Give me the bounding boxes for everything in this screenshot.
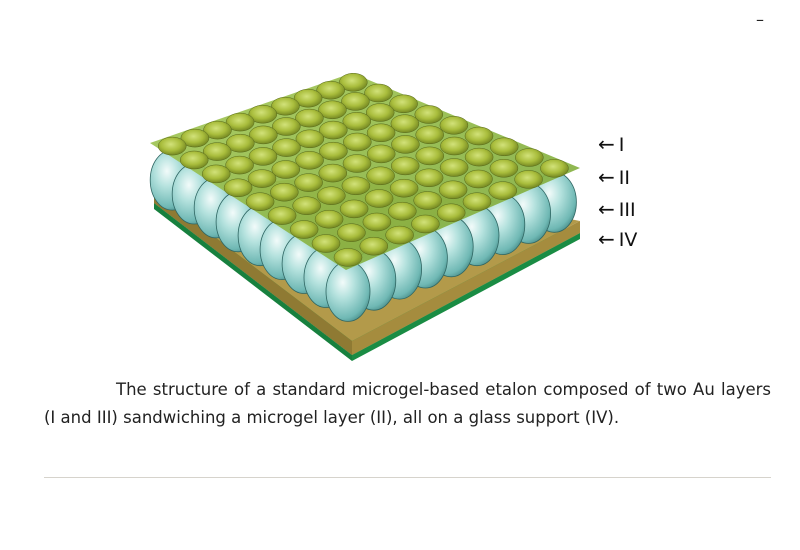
microgel-cap — [366, 166, 395, 186]
au-top-film-bumps — [157, 73, 569, 267]
microgel-cap — [415, 146, 445, 166]
microgel-cap — [316, 80, 345, 100]
microgel-cap — [365, 103, 395, 122]
microgel-cap — [295, 108, 324, 128]
microgel-cap — [295, 151, 324, 170]
microgel-cap — [436, 203, 466, 223]
microgel-cap — [364, 189, 394, 208]
microgel-cap — [411, 214, 440, 234]
left-arrow-icon: ← — [598, 132, 615, 156]
microgel-cap — [343, 132, 372, 152]
microgel-cap — [342, 112, 372, 131]
microgel-cap — [271, 96, 300, 116]
left-arrow-icon: ← — [598, 227, 615, 251]
etalon-illustration — [149, 73, 580, 361]
left-arrow-icon: ← — [598, 165, 615, 189]
microgel-cap — [366, 123, 396, 143]
microgel-cap — [439, 116, 469, 135]
microgel-cap — [337, 223, 366, 242]
layer-label-ii: ←II — [598, 165, 630, 189]
section-divider — [44, 477, 771, 478]
microgel-cap — [293, 88, 323, 108]
microgel-cap — [225, 112, 255, 132]
layer-label-iii: ←III — [598, 197, 636, 221]
microgel-cap — [391, 135, 420, 154]
microgel-cap — [203, 120, 232, 140]
figure-caption: The structure of a standard microgel-bas… — [44, 380, 771, 427]
corner-mark: – — [756, 10, 764, 29]
microgel-cap — [341, 92, 370, 111]
microgel-cap — [318, 100, 347, 120]
microgel-cap — [342, 154, 372, 173]
microgel-cap — [294, 173, 323, 192]
glass-support-side — [352, 233, 580, 361]
microgel-cap — [289, 220, 319, 239]
microgel-cap — [225, 155, 254, 175]
microgel-cap — [439, 158, 469, 177]
microgel-cap — [515, 148, 544, 167]
microgel-cap — [440, 136, 469, 156]
etalon-figure — [140, 65, 590, 369]
microgel-cap — [179, 150, 209, 170]
microgel-cap — [333, 248, 363, 267]
microgel-cap — [271, 160, 301, 179]
microgel-cap — [311, 234, 341, 253]
microgel-cap — [267, 206, 297, 225]
microgel-cap — [489, 159, 519, 178]
microgel-cap — [272, 117, 301, 136]
microgel-cap — [318, 163, 348, 183]
microgel-cap — [295, 129, 325, 149]
left-arrow-icon: ← — [598, 197, 615, 221]
microgel-cap — [388, 201, 417, 221]
au-base-side — [352, 221, 580, 355]
microgel-cap — [223, 178, 253, 198]
microgel-cap — [489, 137, 519, 157]
microgel-cap — [464, 126, 494, 146]
microgel-cap — [364, 83, 393, 103]
microgel-cap — [339, 199, 369, 219]
microgel-cap — [341, 176, 371, 196]
microgel-cap — [248, 147, 278, 166]
layer-label-i: ←I — [598, 132, 625, 156]
microgel-cap — [414, 105, 444, 124]
microgel-cap — [390, 156, 420, 176]
microgel-cap — [180, 128, 210, 148]
microgel-cap — [438, 180, 468, 200]
microgel-cap — [488, 181, 518, 200]
microgel-cap — [317, 186, 346, 205]
microgel-sphere — [325, 260, 371, 322]
microgel-cap — [415, 125, 444, 145]
microgel-cap — [202, 142, 232, 161]
microgel-cap — [413, 191, 442, 210]
microgel-cap — [247, 169, 277, 188]
microgel-cap — [414, 168, 444, 188]
microgel-cap — [270, 182, 299, 202]
microgel-cap — [464, 169, 493, 189]
microgel-cap — [362, 212, 392, 232]
microgel-cap — [249, 125, 278, 145]
microgel-cap — [389, 94, 418, 114]
microgel-cap — [201, 164, 231, 184]
microgel-cap — [272, 138, 301, 157]
microgel-cap — [359, 236, 389, 256]
microgel-cap — [319, 120, 348, 140]
microgel-cap — [385, 225, 414, 245]
layer-label-iv: ←IV — [598, 227, 638, 251]
glass-support-front — [154, 203, 352, 361]
microgel-cap — [389, 178, 419, 198]
microgel-cap — [292, 196, 321, 215]
microgel-cap — [319, 141, 348, 161]
microgel-cap — [514, 170, 543, 189]
microgel-cap — [245, 192, 275, 211]
microgel-cap — [366, 144, 396, 164]
microgel-cap — [390, 114, 420, 133]
microgel-cap — [226, 133, 255, 153]
microgel-cap — [314, 209, 344, 229]
microgel-cap — [464, 147, 494, 167]
microgel-cap — [339, 73, 368, 92]
microgel-cap — [462, 192, 492, 211]
microgel-cap — [157, 136, 187, 156]
microgel-cap — [248, 104, 278, 124]
microgel-cap — [540, 159, 569, 178]
